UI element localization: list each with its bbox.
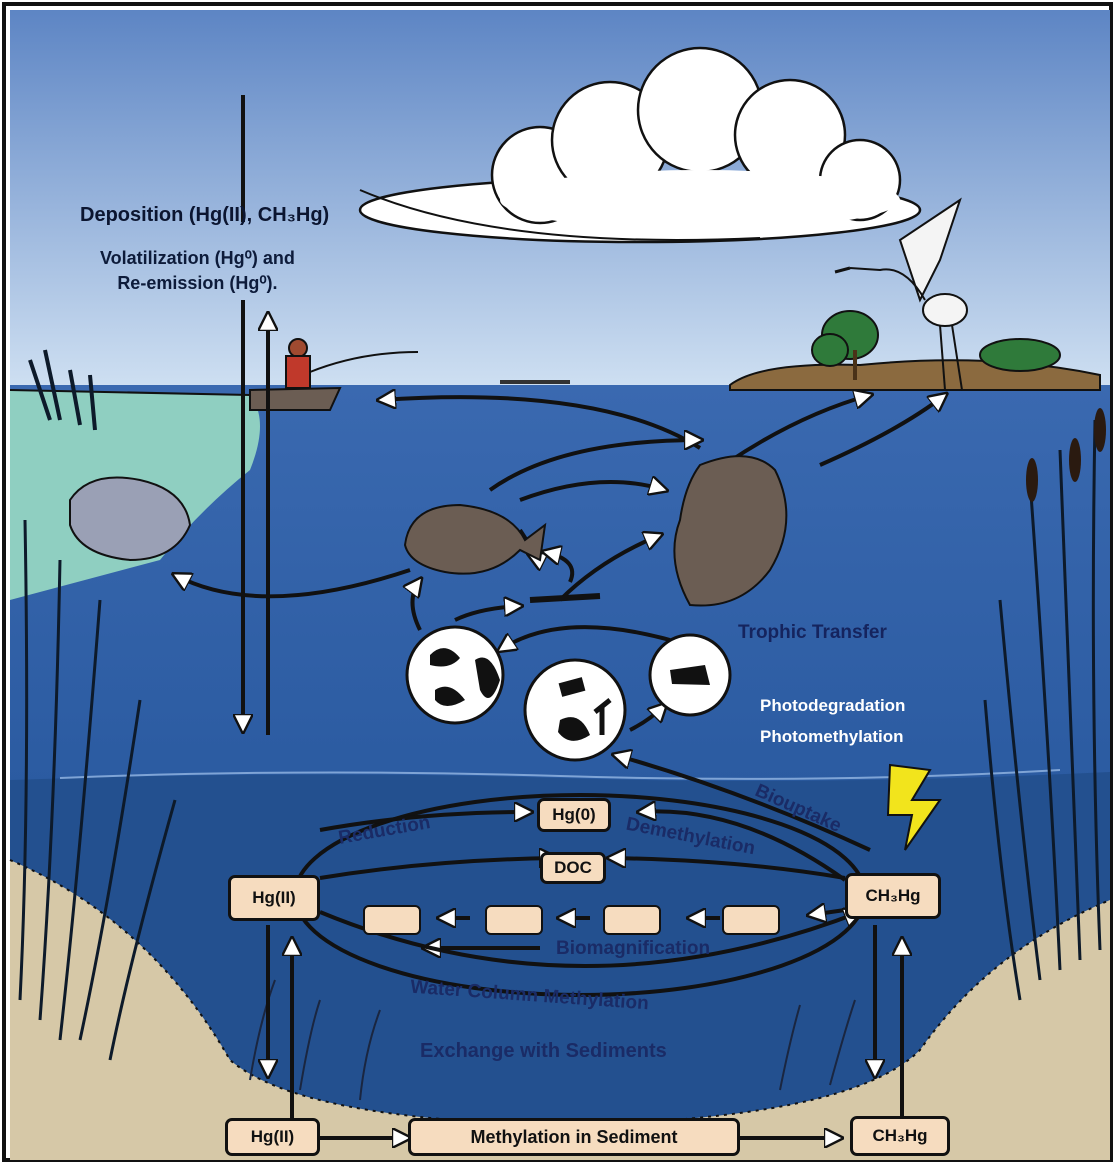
minnow xyxy=(530,596,600,600)
photodegradation-label: Photodegradation xyxy=(760,696,905,716)
biomag-box-1 xyxy=(363,905,421,935)
exchange-with-sediments-label: Exchange with Sediments xyxy=(420,1040,667,1063)
trophic-transfer-label: Trophic Transfer xyxy=(738,622,887,644)
volatilization-label: Volatilization (Hg⁰) and Re-emission (Hg… xyxy=(100,246,295,296)
hgii-water-box: Hg(II) xyxy=(228,875,320,921)
hgii-sediment-box: Hg(II) xyxy=(225,1118,320,1156)
photomethylation-label: Photomethylation xyxy=(760,727,904,747)
biomag-box-4 xyxy=(722,905,780,935)
deposition-label: Deposition (Hg(II), CH₃Hg) xyxy=(80,204,329,227)
ch3hg-water-box: CH₃Hg xyxy=(845,873,941,919)
doc-box: DOC xyxy=(540,852,606,884)
biomag-box-3 xyxy=(603,905,661,935)
hg0-box: Hg(0) xyxy=(537,798,611,832)
biomagnification-label: Biomagnification xyxy=(556,938,710,960)
ch3hg-sediment-box: CH₃Hg xyxy=(850,1116,950,1156)
biomag-box-2 xyxy=(485,905,543,935)
methylation-sediment-box: Methylation in Sediment xyxy=(408,1118,740,1156)
